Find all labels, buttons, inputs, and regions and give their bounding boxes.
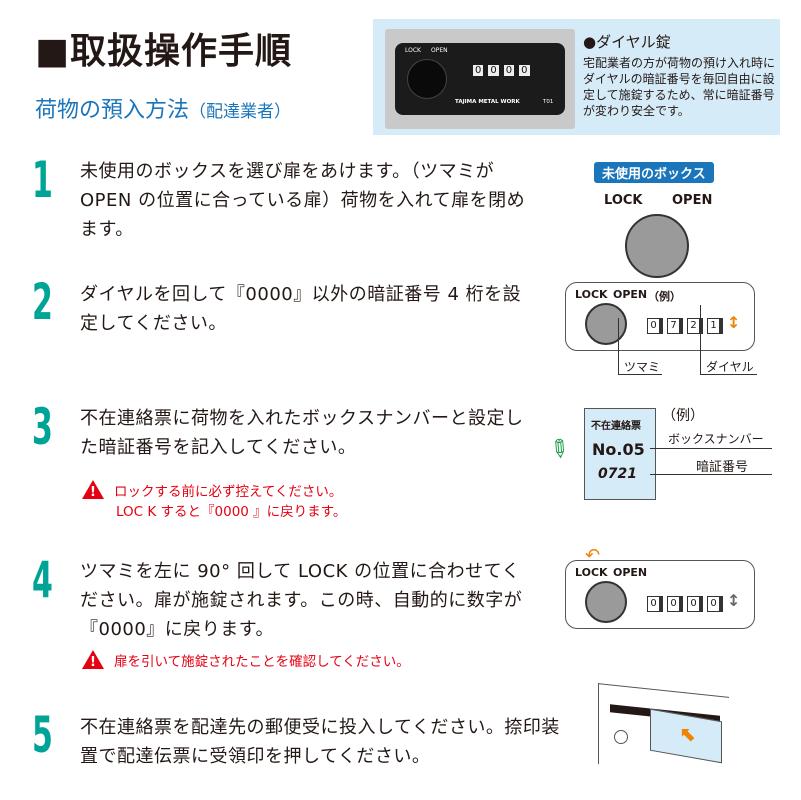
warning-step3: ロックする前に必ず控えてください。 LOC K すると『0000 』に戻ります。 (82, 480, 346, 522)
lock-label: LOCK (604, 193, 643, 208)
step-number: 5 (32, 706, 53, 764)
step-text: 未使用のボックスを選び扉をあけます。（ツマミが OPEN の位置に合っている扉）… (80, 161, 526, 240)
box-number: No.05 (592, 440, 645, 459)
knob-label: ツマミ (624, 360, 661, 374)
knob-icon (407, 59, 447, 99)
dial-label: ダイヤル (706, 360, 754, 374)
lock-label: LOCK (575, 288, 608, 301)
photo-model: T01 (543, 99, 554, 105)
warning-text: LOC K すると『0000 』に戻ります。 (116, 504, 347, 520)
lock-label: LOCK (575, 566, 608, 579)
subtitle-note: （配達業者） (189, 102, 292, 122)
warning-icon (82, 480, 104, 503)
warning-icon (82, 650, 104, 673)
example-label: （例） (648, 290, 681, 303)
step-text: 不在連絡票に荷物を入れたボックスナンバーと設定した暗証番号を記入してください。 (80, 408, 524, 458)
unused-box-badge: 未使用のボックス (594, 162, 714, 183)
photo-digit: 0 (519, 65, 530, 76)
step-number: 2 (32, 273, 53, 331)
digit: 1 (707, 318, 720, 334)
absence-notice-card (584, 408, 656, 500)
box-number-label: ボックスナンバー (668, 432, 764, 446)
step-text: ツマミを左に 90° 回して LOCK の位置に合わせてください。扉が施錠されま… (80, 561, 523, 640)
warning-text: 扉を引いて施錠されたことを確認してください。 (114, 654, 410, 670)
page-title: ■取扱操作手順 (35, 31, 293, 72)
card-title: 不在連絡票 (591, 421, 641, 432)
digit: 0 (707, 596, 720, 612)
info-text: 宅配業者の方が荷物の預け入れ時にダイヤルの暗証番号を毎回自由に設定して施錠するた… (583, 56, 776, 118)
subtitle-text: 荷物の預入方法 (35, 98, 190, 123)
knob-icon (585, 581, 627, 623)
photo-digit: 0 (503, 65, 515, 76)
step-number: 3 (32, 398, 53, 456)
up-down-arrow-icon: ↕ (727, 591, 741, 610)
example-label: （例） (662, 408, 704, 424)
open-label: OPEN (613, 566, 648, 579)
warning-step4: 扉を引いて施錠されたことを確認してください。 (82, 650, 410, 673)
photo-open-label: OPEN (431, 47, 448, 54)
photo-digit: 0 (488, 65, 499, 76)
leader-line (700, 305, 757, 375)
step-text: 不在連絡票を配達先の郵便受に投入してください。捺印装置で配達伝票に受領印を押して… (80, 717, 560, 767)
code-value: 0721 (598, 466, 637, 482)
warning-text: ロックする前に必ず控えてください。 (114, 484, 343, 500)
up-down-arrow-icon: ↕ (727, 313, 741, 332)
digit: 0 (647, 318, 660, 334)
arrow-line (650, 474, 772, 475)
step-number: 1 (32, 151, 53, 209)
knob-icon (585, 303, 627, 345)
knob-icon (625, 214, 689, 278)
info-heading: ●ダイヤル錠 (583, 33, 671, 51)
section-subtitle: 荷物の預入方法（配達業者） (35, 92, 291, 124)
photo-lock-label: LOCK (405, 47, 421, 54)
digit: 0 (667, 596, 680, 612)
digit: 0 (687, 596, 700, 612)
open-label: OPEN (672, 193, 713, 208)
digit: 2 (687, 318, 700, 334)
open-label: OPEN (613, 288, 648, 301)
pencil-icon: ✎ (542, 431, 576, 467)
code-label: 暗証番号 (696, 460, 749, 475)
digit: 0 (647, 596, 660, 612)
digit: 7 (667, 318, 680, 334)
photo-digit: 0 (473, 65, 484, 76)
stamp-device-icon (614, 730, 628, 744)
insert-arrow-icon: ⬉ (680, 722, 697, 746)
step-text: ダイヤルを回して『0000』以外の暗証番号 4 桁を設定してください。 (80, 284, 522, 334)
arrow-line (650, 448, 772, 449)
step-number: 4 (32, 551, 53, 609)
photo-brand: TAJIMA METAL WORK (455, 99, 520, 105)
leader-line (618, 318, 662, 375)
